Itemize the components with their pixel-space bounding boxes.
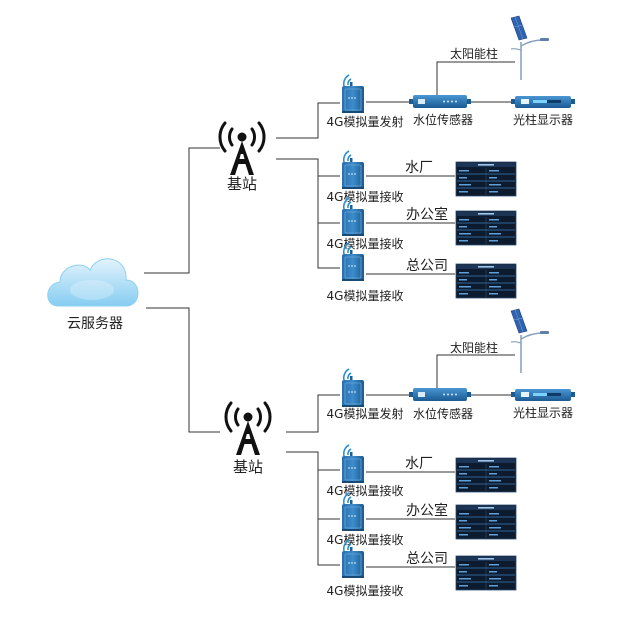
4g-receiver-label: 4G模拟量接收 bbox=[327, 532, 404, 547]
site-label: 总公司 bbox=[406, 258, 448, 274]
water-level-sensor-label: 水位传感器 bbox=[413, 112, 473, 127]
monitor-screen-icon bbox=[455, 555, 517, 591]
site-label: 水厂 bbox=[405, 456, 433, 472]
4g-receiver-label: 4G模拟量接收 bbox=[327, 583, 404, 598]
site-label: 办公室 bbox=[406, 502, 448, 519]
light-bar-display-icon bbox=[511, 389, 575, 401]
receiver-row: 4G模拟量接收 水厂 bbox=[327, 444, 517, 498]
receiver-row: 4G模拟量接收 水厂 bbox=[327, 150, 517, 204]
receiver-row: 4G模拟量接收 总公司 bbox=[327, 539, 517, 598]
4g-receiver-label: 4G模拟量接收 bbox=[327, 236, 404, 251]
cloud-server-icon bbox=[47, 258, 139, 307]
base-station-label: 基站 bbox=[227, 175, 257, 193]
4g-receiver-label: 4G模拟量接收 bbox=[327, 288, 404, 303]
solar-pole-label: 太阳能柱 bbox=[450, 46, 498, 61]
base-station-tower-icon bbox=[218, 121, 266, 177]
water-level-sensor-icon bbox=[409, 95, 471, 108]
4g-receiver-icon bbox=[341, 150, 365, 190]
4g-receiver-label: 4G模拟量接收 bbox=[327, 189, 404, 204]
station-group-1: 基站 4G模拟量发射 水位传感器 太阳能柱 光柱显示器 4G模拟量接收 水厂 bbox=[218, 15, 575, 303]
light-bar-display-label: 光柱显示器 bbox=[513, 405, 573, 420]
base-station-label: 基站 bbox=[233, 458, 263, 476]
base-station-tower-icon bbox=[224, 401, 272, 457]
4g-transmitter-label: 4G模拟量发射 bbox=[327, 114, 404, 129]
receiver-row: 4G模拟量接收 办公室 bbox=[327, 197, 517, 251]
monitor-screen-icon bbox=[455, 263, 517, 299]
monitor-screen-icon bbox=[455, 504, 517, 540]
receiver-row: 4G模拟量接收 总公司 bbox=[327, 242, 517, 303]
site-label: 办公室 bbox=[406, 206, 448, 223]
4g-receiver-label: 4G模拟量接收 bbox=[327, 483, 404, 498]
4g-transmitter-icon bbox=[341, 368, 365, 408]
cloud-server-label: 云服务器 bbox=[67, 316, 123, 332]
solar-pole-icon bbox=[510, 15, 550, 81]
4g-receiver-icon bbox=[341, 492, 365, 532]
light-bar-display-icon bbox=[511, 96, 575, 108]
monitor-screen-icon bbox=[455, 161, 517, 197]
monitor-screen-icon bbox=[455, 457, 517, 493]
receiver-row: 4G模拟量接收 办公室 bbox=[327, 492, 517, 547]
site-label: 总公司 bbox=[406, 551, 448, 567]
4g-receiver-icon bbox=[341, 444, 365, 484]
cloud-links bbox=[144, 147, 220, 433]
water-level-sensor-label: 水位传感器 bbox=[413, 406, 473, 421]
water-level-sensor-icon bbox=[409, 388, 471, 401]
4g-transmitter-icon bbox=[341, 74, 365, 114]
solar-pole-icon bbox=[510, 308, 550, 374]
4g-transmitter-label: 4G模拟量发射 bbox=[327, 406, 404, 421]
site-label: 水厂 bbox=[405, 160, 433, 176]
monitor-screen-icon bbox=[455, 210, 517, 246]
light-bar-display-label: 光柱显示器 bbox=[513, 112, 573, 127]
solar-pole-label: 太阳能柱 bbox=[450, 340, 498, 355]
station-group-2: 基站 4G模拟量发射 水位传感器 太阳能柱 光柱显示器 4G模拟量接收 水厂 bbox=[224, 308, 575, 598]
